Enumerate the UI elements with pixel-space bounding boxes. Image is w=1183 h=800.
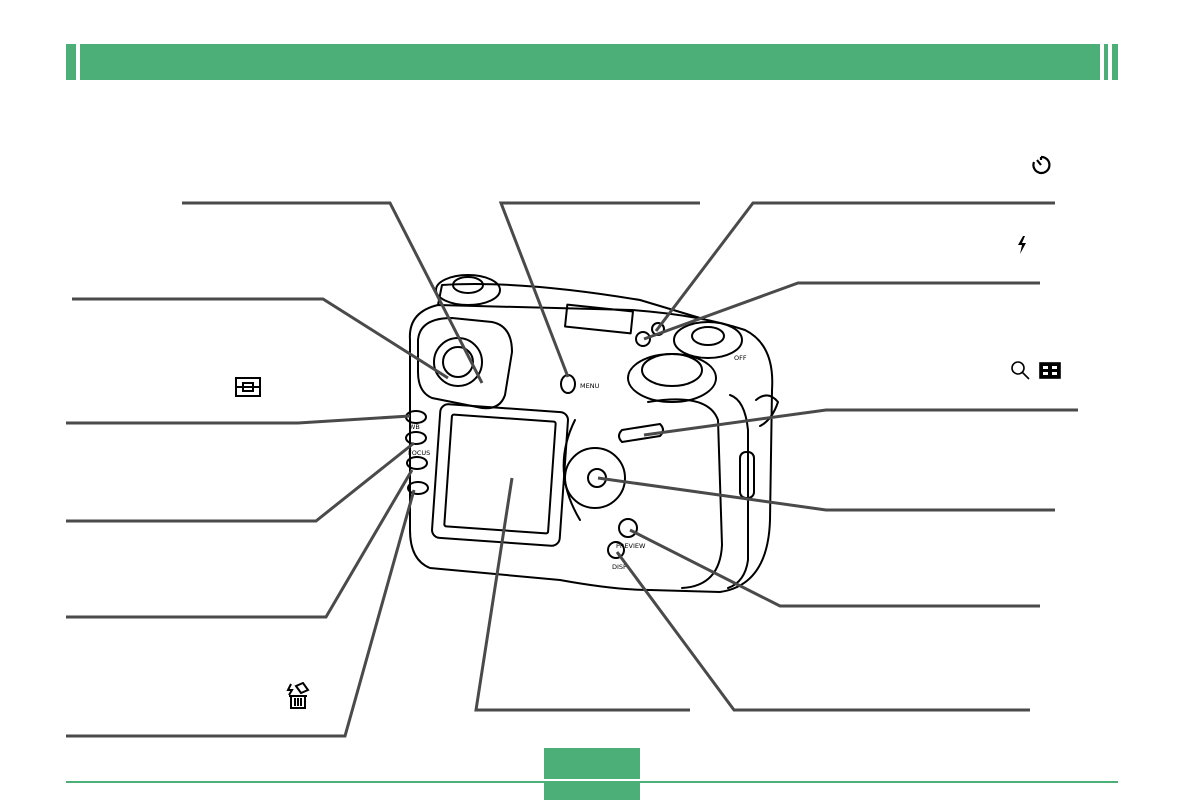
self-timer-icon: [1030, 154, 1052, 176]
delete-icon: [286, 681, 310, 710]
header-bar-right-cap: [1112, 44, 1118, 80]
header-bar-main: [80, 44, 1100, 80]
leader-lcd: [474, 477, 690, 712]
leader-preview: [629, 528, 1040, 608]
thumbnail-grid-icon: [1039, 362, 1061, 379]
wb-label: WB: [409, 423, 420, 431]
leader-delete: [66, 489, 416, 738]
command-dial-top: [641, 353, 703, 387]
preview-button-shape: [618, 518, 638, 538]
leader-wb: [66, 441, 415, 523]
magnifier-icon: [1011, 361, 1025, 375]
header-bar-right-stripe: [1104, 44, 1108, 80]
disp-button-shape: [607, 541, 625, 559]
wb-button-shape: [405, 431, 427, 445]
camera-illustration: [405, 274, 779, 593]
camera-tiny-labels: MENU WB FOCUS PREVIEW DISP OFF: [408, 354, 747, 571]
mode-dial: [435, 274, 501, 306]
page-number-tab-top: [544, 748, 640, 779]
leader-flash: [643, 281, 1040, 341]
header-bar: [66, 44, 1118, 80]
top-plate: [437, 283, 701, 319]
zoom-thumbnail-icon: [1010, 360, 1064, 382]
preview-label: PREVIEW: [616, 542, 646, 550]
leader-self-timer: [654, 201, 1055, 332]
viewfinder-lens: [433, 337, 483, 387]
leader-zoom: [643, 408, 1078, 437]
lcd-monitor-screen: [443, 413, 557, 535]
menu-label: MENU: [580, 382, 600, 390]
header-bar-left-cap: [66, 44, 76, 80]
viewfinder-lens-inner: [442, 346, 474, 378]
disp-label: DISP: [612, 563, 627, 571]
mode-dial-inner: [452, 276, 484, 294]
flash-button-shape: [635, 331, 651, 347]
leader-disp: [615, 551, 1030, 712]
page-number-tab: [544, 748, 640, 800]
leader-eyecup: [72, 297, 449, 380]
leader-af-area: [66, 414, 411, 425]
shutter-button: [691, 326, 725, 346]
focus-label: FOCUS: [408, 449, 430, 457]
camera-body: [408, 304, 774, 593]
page-number-tab-bottom: [544, 783, 640, 800]
leader-lines: [66, 201, 1078, 738]
zoom-lever: [618, 423, 664, 443]
focus-button-shape: [406, 456, 428, 470]
delete-button-shape: [407, 481, 429, 495]
af-area-icon: [234, 376, 262, 398]
controller-ring: [564, 447, 626, 509]
leader-menu: [498, 201, 700, 378]
body-right-grip: [727, 394, 749, 589]
controller-arc: [562, 419, 581, 521]
body-right-contour: [647, 398, 723, 589]
off-label: OFF: [734, 354, 747, 362]
strap-lug: [755, 394, 779, 427]
viewfinder-eyecup: [417, 317, 513, 410]
top-lcd-panel: [564, 303, 634, 335]
leader-viewfinder: [182, 201, 484, 384]
leader-controller: [597, 476, 1055, 512]
leader-focus: [66, 469, 414, 619]
command-dial: [627, 353, 717, 403]
shutter-ring: [673, 321, 743, 359]
menu-button-shape: [560, 374, 576, 394]
footer-rule: [66, 781, 1118, 783]
flash-icon: [1016, 236, 1028, 254]
